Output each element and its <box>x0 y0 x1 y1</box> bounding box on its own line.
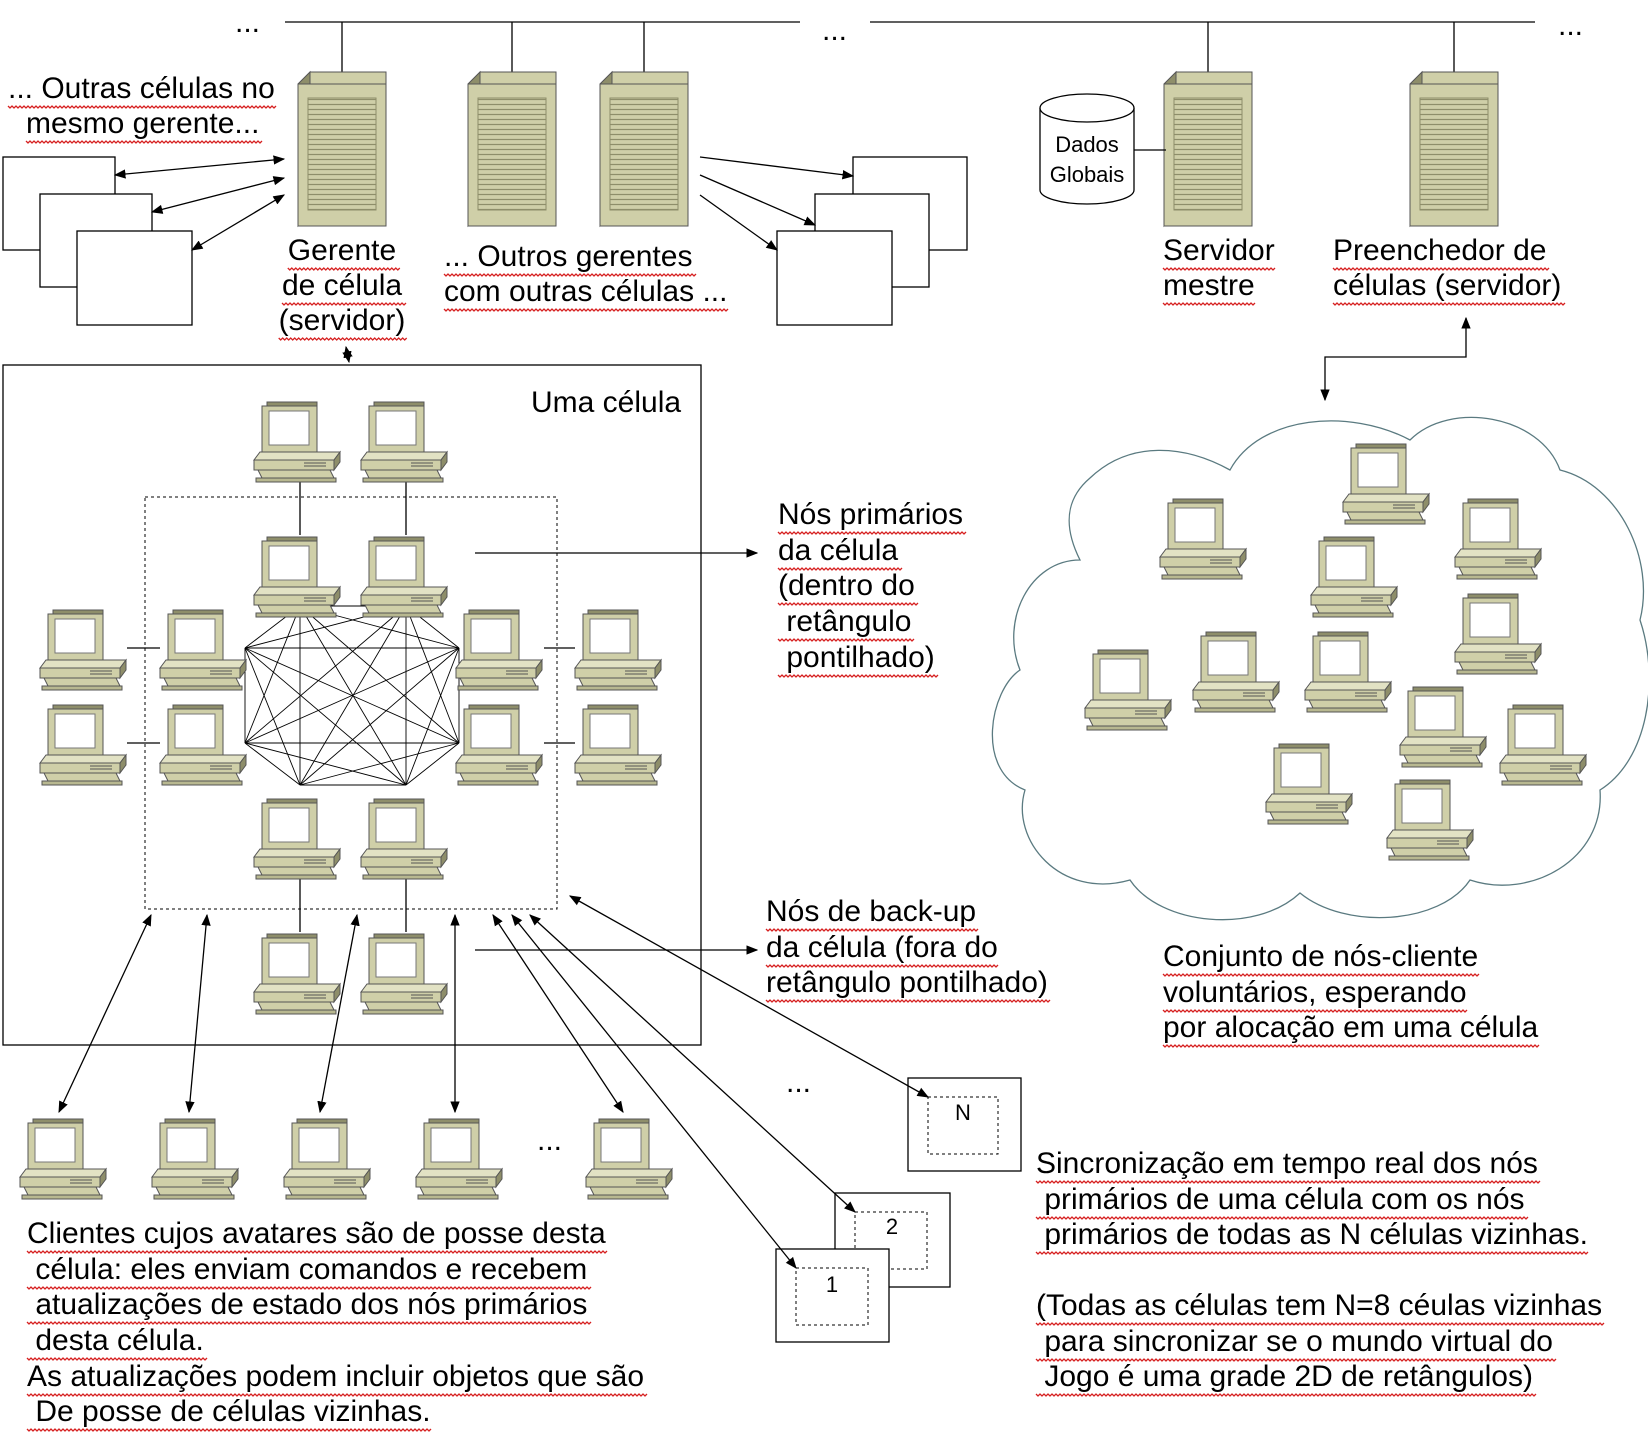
spellcheck-squiggle <box>1035 1251 1589 1255</box>
primary-nodes-dotted-region <box>144 496 558 910</box>
spellcheck-squiggle <box>1035 1358 1557 1362</box>
spellcheck-squiggle <box>25 140 263 144</box>
other-manager-server-icon <box>467 71 557 227</box>
neighbor-sync-links <box>511 895 930 1269</box>
filler-pool-link <box>1320 316 1471 402</box>
manager-cell-link <box>342 345 353 364</box>
spellcheck-squiggle <box>281 302 407 306</box>
client-computer-icon <box>151 1118 239 1200</box>
cell-internal-links <box>127 477 575 932</box>
spellcheck-squiggle <box>1035 1322 1605 1326</box>
ellipsis-top-left: ... <box>235 6 260 39</box>
network-backbone <box>285 21 1535 72</box>
spellcheck-squiggle <box>1035 1180 1541 1184</box>
spellcheck-squiggle <box>777 602 919 606</box>
mesh-link <box>244 647 407 786</box>
spellcheck-squiggle <box>26 1286 592 1290</box>
sync-description: Sincronização em tempo real dos nós prim… <box>1036 1147 1602 1393</box>
other-cells-stack-left <box>2 156 193 326</box>
spellcheck-squiggle <box>1332 267 1550 271</box>
spellcheck-squiggle <box>765 964 999 968</box>
spellcheck-squiggle <box>1162 1044 1540 1048</box>
svg-text:2: 2 <box>886 1214 898 1239</box>
other-manager-server-icon <box>599 71 689 227</box>
spellcheck-squiggle <box>26 1250 608 1254</box>
mesh-link <box>405 742 460 786</box>
clients-description: Clientes cujos avatares são de posse des… <box>27 1217 644 1428</box>
spellcheck-squiggle <box>1332 302 1566 306</box>
mesh-link <box>244 647 301 786</box>
spellcheck-squiggle <box>1162 973 1480 977</box>
mesh-link <box>405 647 460 786</box>
neighbor-cell-n: N <box>907 1077 1022 1172</box>
ellipsis-clients: ... <box>537 1124 562 1157</box>
spellcheck-squiggle <box>7 105 277 109</box>
spellcheck-squiggle <box>26 1321 592 1325</box>
spellcheck-squiggle <box>278 337 408 341</box>
global-data-database-icon <box>1039 93 1166 205</box>
mesh-link <box>244 647 460 744</box>
spellcheck-squiggle <box>1162 267 1276 271</box>
cell-manager-server-icon <box>297 71 387 227</box>
spellcheck-squiggle <box>777 567 903 571</box>
spellcheck-squiggle <box>777 531 967 535</box>
ellipsis-neighbors: ... <box>786 1066 811 1099</box>
spellcheck-squiggle <box>1162 302 1256 306</box>
primary-mesh <box>244 605 460 786</box>
mesh-link <box>299 647 460 786</box>
spellcheck-squiggle <box>26 1357 208 1361</box>
client-computer-icon <box>415 1118 503 1200</box>
spellcheck-squiggle <box>26 1428 432 1432</box>
other-cells-stack-right <box>776 156 968 326</box>
mesh-link <box>299 742 460 786</box>
mesh-link <box>299 605 460 744</box>
spellcheck-squiggle <box>1162 1009 1468 1013</box>
spellcheck-squiggle <box>1035 1216 1529 1220</box>
spellcheck-squiggle <box>765 999 1051 1003</box>
ellipsis-top-right: ... <box>1558 9 1583 42</box>
spellcheck-squiggle <box>26 1393 648 1397</box>
svg-text:N: N <box>955 1100 971 1125</box>
one-cell-label: Uma célula <box>531 386 681 419</box>
cell-filler-server-icon <box>1409 71 1499 227</box>
spellcheck-squiggle <box>1035 1393 1537 1397</box>
mesh-link <box>244 742 407 786</box>
spellcheck-squiggle <box>777 638 915 642</box>
neighbor-cell-1: 1 <box>775 1248 890 1343</box>
client-computer-icon <box>19 1118 107 1200</box>
spellcheck-squiggle <box>765 928 979 932</box>
client-computer-icon <box>585 1118 673 1200</box>
mesh-link <box>405 605 460 744</box>
mesh-link <box>244 605 301 744</box>
spellcheck-squiggle <box>443 308 729 312</box>
master-server-icon <box>1163 71 1253 227</box>
mesh-link <box>244 742 301 786</box>
manager-cell-links <box>113 155 855 251</box>
spellcheck-squiggle <box>443 273 697 277</box>
ellipsis-top-mid: ... <box>822 14 847 47</box>
spellcheck-squiggle <box>777 674 939 678</box>
client-computer-icon <box>283 1118 371 1200</box>
spellcheck-squiggle <box>287 267 401 271</box>
spellcheck-underlines <box>7 105 1605 1432</box>
svg-text:1: 1 <box>826 1272 838 1297</box>
mesh-link <box>244 605 407 744</box>
